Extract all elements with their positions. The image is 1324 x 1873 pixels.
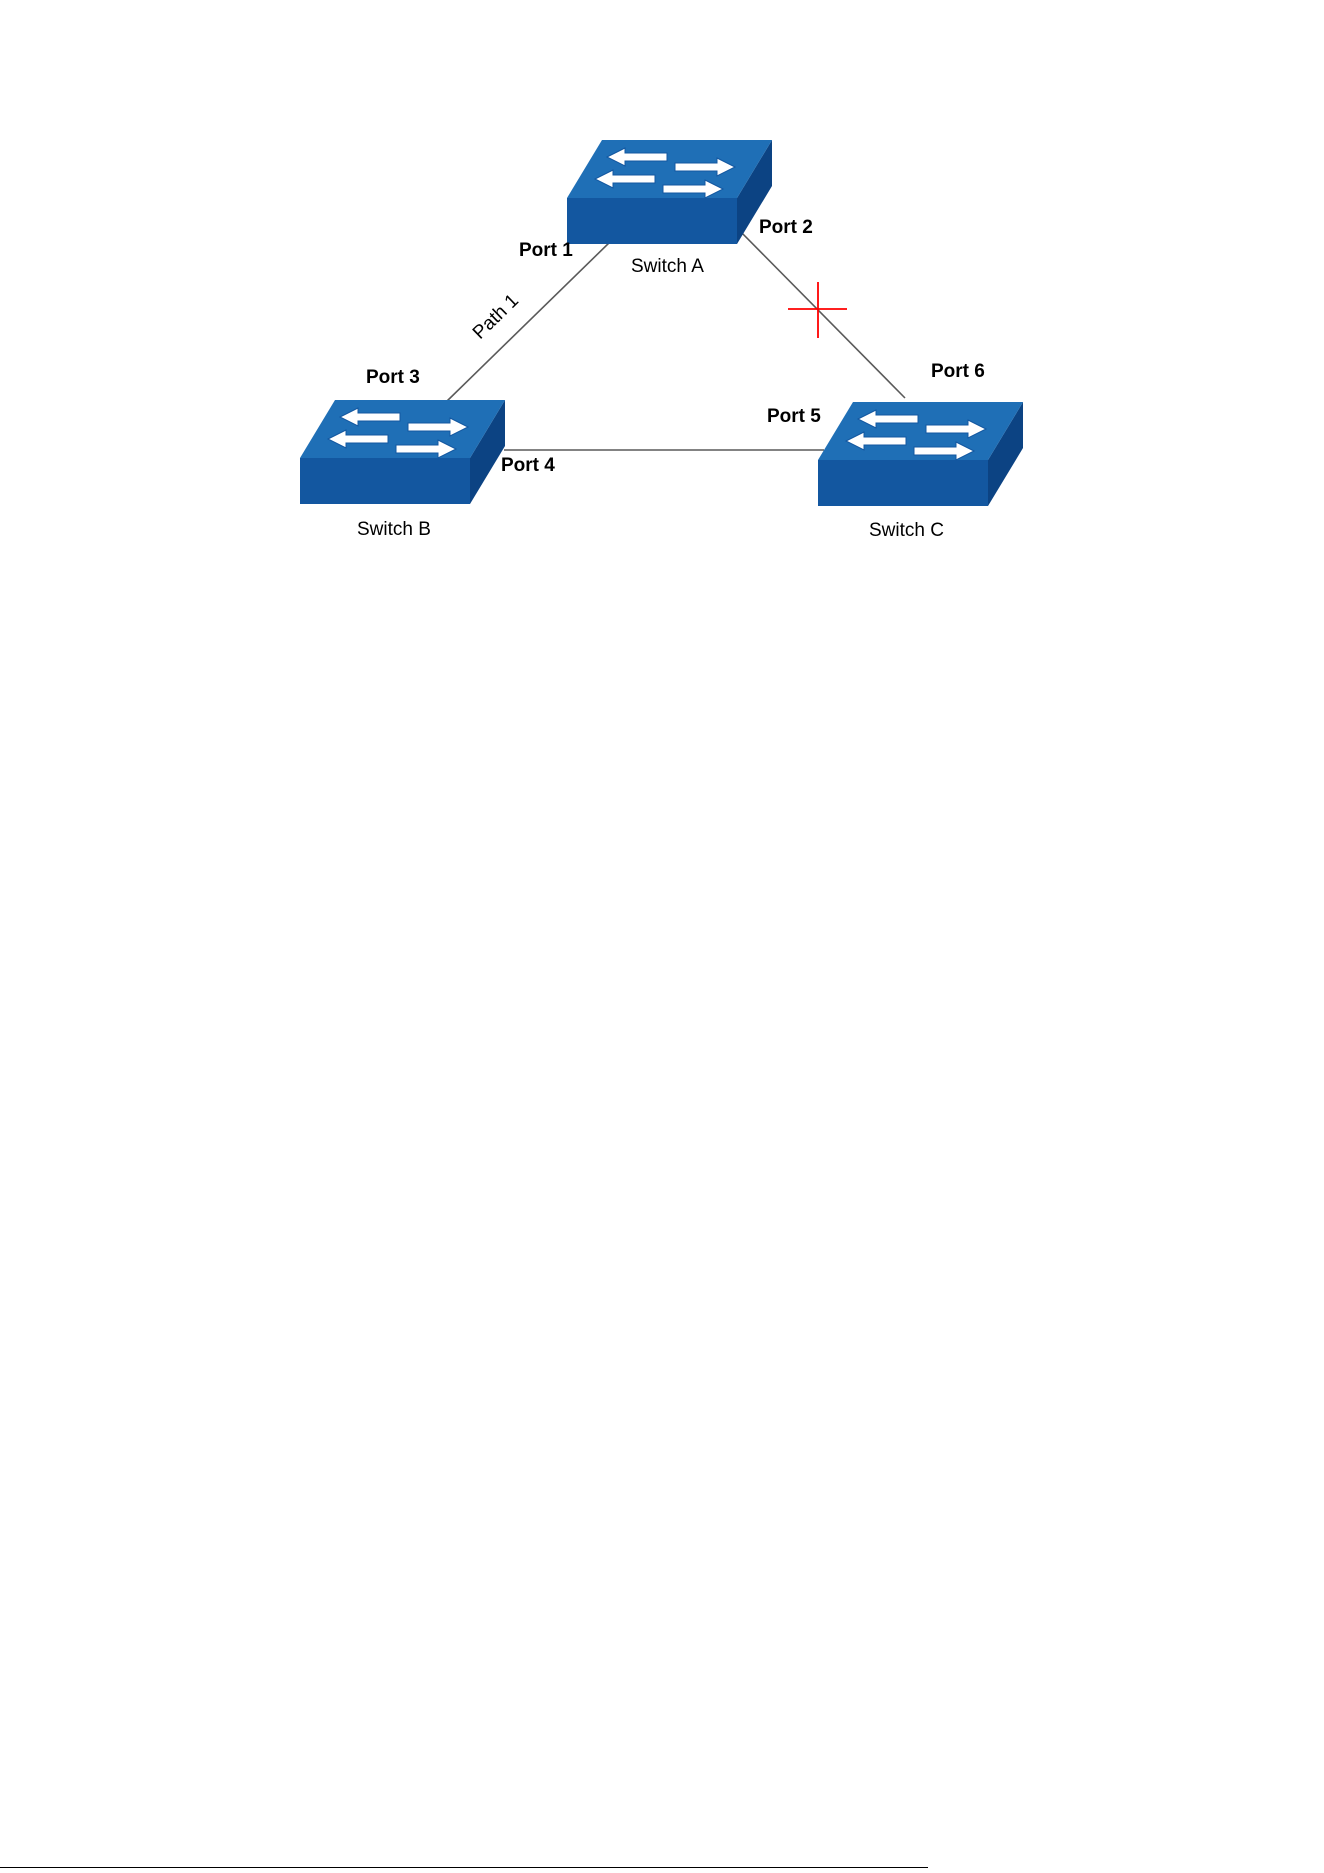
port-1-label: Port 1	[519, 240, 573, 261]
port-4-label: Port 4	[501, 455, 555, 476]
switch-a	[567, 140, 772, 244]
footer-rule	[0, 1867, 928, 1868]
switch-a-label: Switch A	[631, 256, 704, 277]
network-switch-icon	[567, 140, 772, 244]
link-port2-port6	[737, 228, 905, 398]
switch-b	[300, 400, 505, 504]
port-3-label: Port 3	[366, 367, 420, 388]
network-switch-icon	[300, 400, 505, 504]
network-switch-icon	[818, 402, 1023, 506]
switch-c-label: Switch C	[869, 520, 944, 541]
port-5-label: Port 5	[767, 406, 821, 427]
port-6-label: Port 6	[931, 361, 985, 382]
switch-c	[818, 402, 1023, 506]
switch-b-label: Switch B	[357, 519, 431, 540]
link-port1-port3	[445, 240, 612, 403]
port-2-label: Port 2	[759, 217, 813, 238]
